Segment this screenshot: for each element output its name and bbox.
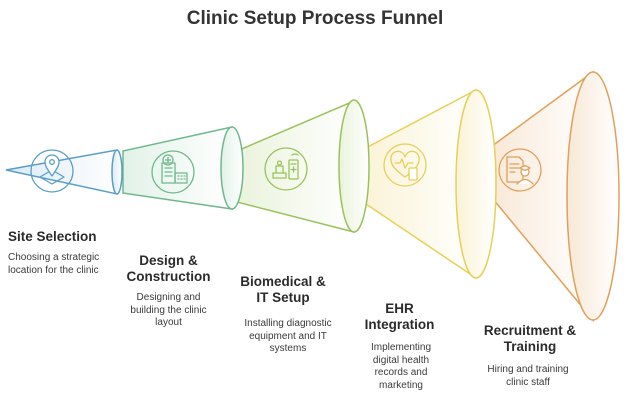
stage-description-biomedical-it: Installing diagnostic equipment and IT s… <box>244 318 332 354</box>
funnel-segment-design <box>122 126 244 210</box>
funnel-segment-site <box>5 149 123 195</box>
stage-heading-biomedical-it: Biomedical & IT Setup <box>240 274 326 305</box>
stage-heading-site-selection: Site Selection <box>8 229 97 244</box>
stage-description-design-construction: Designing and building the clinic layout <box>130 292 207 328</box>
staff-document-icon <box>498 148 542 192</box>
location-pin-icon <box>30 149 74 193</box>
hospital-building-icon <box>151 150 195 194</box>
funnel-segment-ehr <box>359 88 497 280</box>
funnel-segment-biomedical <box>236 99 370 233</box>
stage-description-site-selection: Choosing a strategic location for the cl… <box>8 252 100 276</box>
stage-heading-design-construction: Design & Construction <box>126 253 211 284</box>
stage-heading-ehr-integration: EHR Integration <box>364 301 435 332</box>
stage-description-recruitment-training: Hiring and training clinic staff <box>487 364 569 388</box>
medical-equipment-icon <box>264 147 308 191</box>
heart-tablet-icon <box>383 143 427 187</box>
stage-heading-recruitment-training: Recruitment & Training <box>483 323 577 354</box>
funnel-segment-recruitment <box>487 70 620 323</box>
diagram-title: Clinic Setup Process Funnel <box>186 8 444 29</box>
stage-description-ehr-integration: Implementing digital health records and … <box>370 342 432 391</box>
